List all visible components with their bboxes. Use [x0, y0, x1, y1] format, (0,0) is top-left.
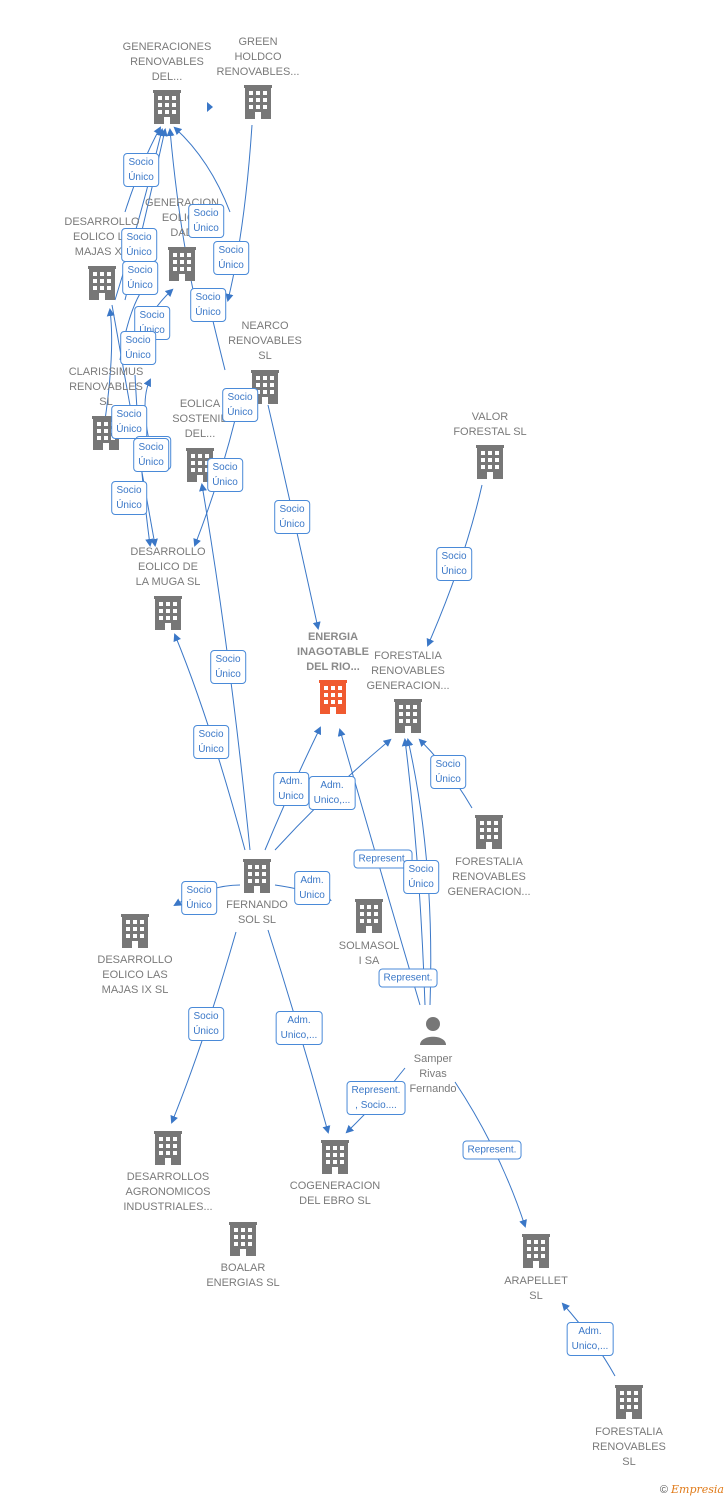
- node-label[interactable]: BOALAR ENERGIAS SL: [206, 1262, 280, 1289]
- relation-label[interactable]: Socio Único: [207, 458, 243, 492]
- relation-label[interactable]: Socio Único: [122, 261, 158, 295]
- building-icon[interactable]: [394, 699, 422, 733]
- relation-label[interactable]: Socio Único: [111, 405, 147, 439]
- building-icon[interactable]: [355, 899, 383, 933]
- relation-label[interactable]: Socio Único: [123, 153, 159, 187]
- node-label[interactable]: Samper Rivas Fernando: [409, 1053, 457, 1095]
- node-label[interactable]: DESARROLLO EOLICO LAS MAJAS IX SL: [97, 954, 173, 996]
- relation-label[interactable]: Represent.: [462, 1140, 522, 1160]
- node-label[interactable]: ARAPELLET SL: [504, 1275, 568, 1302]
- relation-label[interactable]: Adm. Unico,...: [275, 1011, 323, 1045]
- node-label[interactable]: COGENERACION DEL EBRO SL: [289, 1180, 381, 1207]
- empresia-logo: Empresia: [671, 1483, 724, 1496]
- building-icon[interactable]: [319, 680, 347, 714]
- building-icon[interactable]: [476, 445, 504, 479]
- building-icon[interactable]: [154, 596, 182, 630]
- relation-label[interactable]: Adm. Unico,...: [566, 1322, 614, 1356]
- building-icon[interactable]: [154, 1131, 182, 1165]
- building-icon[interactable]: [243, 859, 271, 893]
- relation-label[interactable]: Socio Único: [222, 388, 258, 422]
- person-icon[interactable]: [420, 1017, 446, 1045]
- relation-label[interactable]: Adm. Unico: [273, 772, 309, 806]
- node-label[interactable]: ENERGIA INAGOTABLE DEL RIO...: [297, 631, 369, 673]
- node-label[interactable]: VALOR FORESTAL SL: [453, 411, 527, 438]
- relation-label[interactable]: Socio Único: [193, 725, 229, 759]
- node-label[interactable]: GREEN HOLDCO RENOVABLES...: [216, 36, 300, 78]
- relation-label[interactable]: Adm. Unico: [294, 871, 330, 905]
- relation-label[interactable]: Socio Único: [403, 860, 439, 894]
- relation-label[interactable]: Adm. Unico,...: [308, 776, 356, 810]
- building-icon[interactable]: [168, 247, 196, 281]
- relation-label[interactable]: Socio Único: [430, 755, 466, 789]
- relation-label[interactable]: Socio Único: [210, 650, 246, 684]
- relation-label[interactable]: Socio Único: [436, 547, 472, 581]
- relation-label[interactable]: Socio Único: [121, 228, 157, 262]
- node-label[interactable]: SOLMASOL I SA: [338, 940, 400, 967]
- building-icon[interactable]: [121, 914, 149, 948]
- relation-label[interactable]: Socio Único: [120, 331, 156, 365]
- building-icon[interactable]: [615, 1385, 643, 1419]
- building-icon[interactable]: [88, 266, 116, 300]
- node-label[interactable]: DESARROLLOS AGRONOMICOS INDUSTRIALES...: [123, 1171, 213, 1213]
- node-label[interactable]: GENERACIONES RENOVABLES DEL...: [122, 41, 212, 83]
- node-label[interactable]: CLARISSIMUS RENOVABLES SL: [68, 366, 144, 408]
- relation-edge: [104, 308, 115, 421]
- arrow-head-icon: [207, 102, 213, 112]
- node-label[interactable]: FORESTALIA RENOVABLES GENERACION...: [447, 856, 531, 898]
- relation-label[interactable]: Socio Único: [190, 288, 226, 322]
- relation-label[interactable]: Socio Único: [111, 481, 147, 515]
- building-icon[interactable]: [522, 1234, 550, 1268]
- copyright-label: ©: [659, 1484, 668, 1496]
- node-label[interactable]: FORESTALIA RENOVABLES GENERACION...: [366, 650, 450, 692]
- footer-brand: © Empresia: [660, 1483, 724, 1496]
- relation-label[interactable]: Socio Único: [188, 1007, 224, 1041]
- node-label[interactable]: EOLICA SOSTENIB DEL...: [172, 398, 228, 440]
- relation-edge: [225, 124, 253, 302]
- node-label[interactable]: DESARROLLO EOLICO DE LA MUGA SL: [130, 546, 206, 588]
- relation-label[interactable]: Represent.: [378, 968, 438, 988]
- relation-label[interactable]: Socio Único: [213, 241, 249, 275]
- relation-edge: [173, 126, 231, 213]
- relation-label[interactable]: Represent. , Socio....: [346, 1081, 406, 1115]
- building-icon[interactable]: [229, 1222, 257, 1256]
- building-icon[interactable]: [244, 85, 272, 119]
- node-label[interactable]: NEARCO RENOVABLES SL: [228, 320, 302, 362]
- building-icon[interactable]: [475, 815, 503, 849]
- relation-edge: [114, 128, 165, 301]
- relation-label[interactable]: Socio Único: [181, 881, 217, 915]
- relation-label[interactable]: Socio Único: [133, 438, 169, 472]
- node-label[interactable]: FERNANDO SOL SL: [226, 899, 288, 926]
- relation-label[interactable]: Socio Único: [274, 500, 310, 534]
- relation-label[interactable]: Socio Único: [188, 204, 224, 238]
- building-icon[interactable]: [321, 1140, 349, 1174]
- relation-label[interactable]: Represent.: [353, 849, 413, 869]
- node-label[interactable]: DESARROLLO EOLICO LA MAJAS XX: [64, 216, 140, 258]
- node-label[interactable]: FORESTALIA RENOVABLES SL: [592, 1426, 666, 1468]
- building-icon[interactable]: [153, 90, 181, 124]
